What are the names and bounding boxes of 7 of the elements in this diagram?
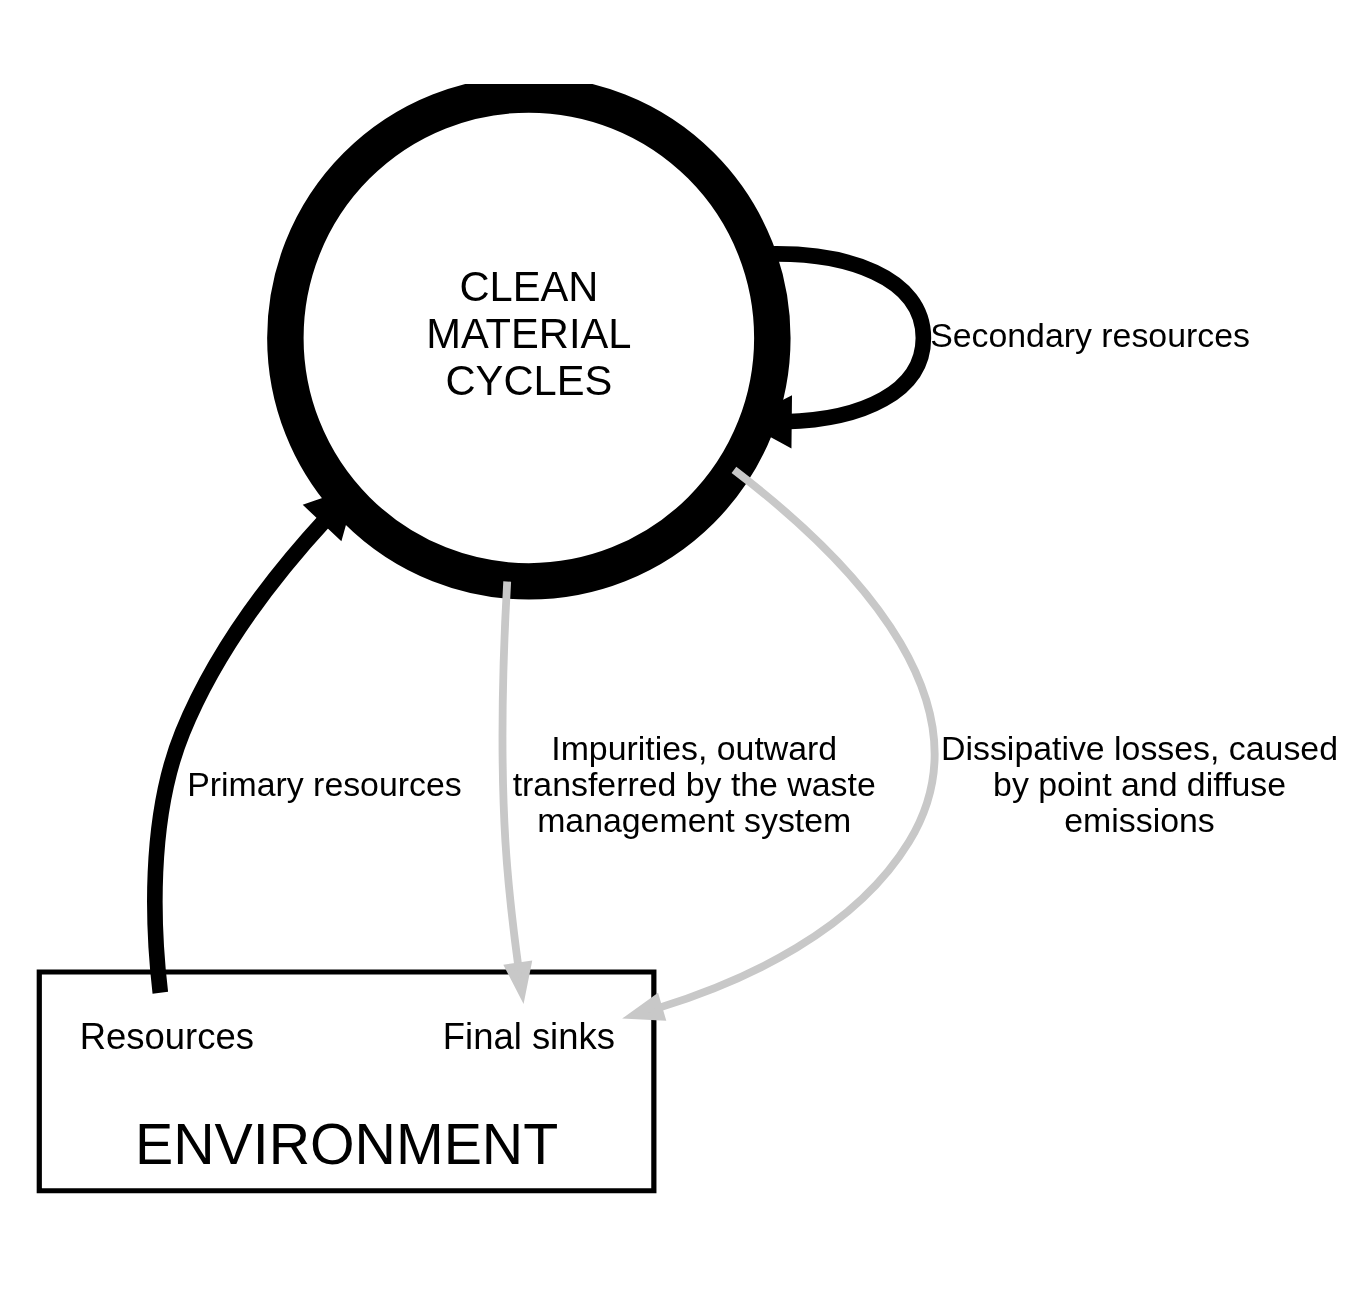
edge-label: Primary resources xyxy=(187,764,462,803)
node-text: Final sinks xyxy=(442,1016,615,1058)
edge-label: Impurities, outward transferred by the waste management system xyxy=(512,728,876,840)
edge-label: Dissipative losses, caused by point and diffuse emissions xyxy=(941,728,1338,840)
edge-label: Secondary resources xyxy=(930,315,1250,354)
node-text: Resources xyxy=(79,1016,254,1058)
arrow xyxy=(622,466,938,1021)
